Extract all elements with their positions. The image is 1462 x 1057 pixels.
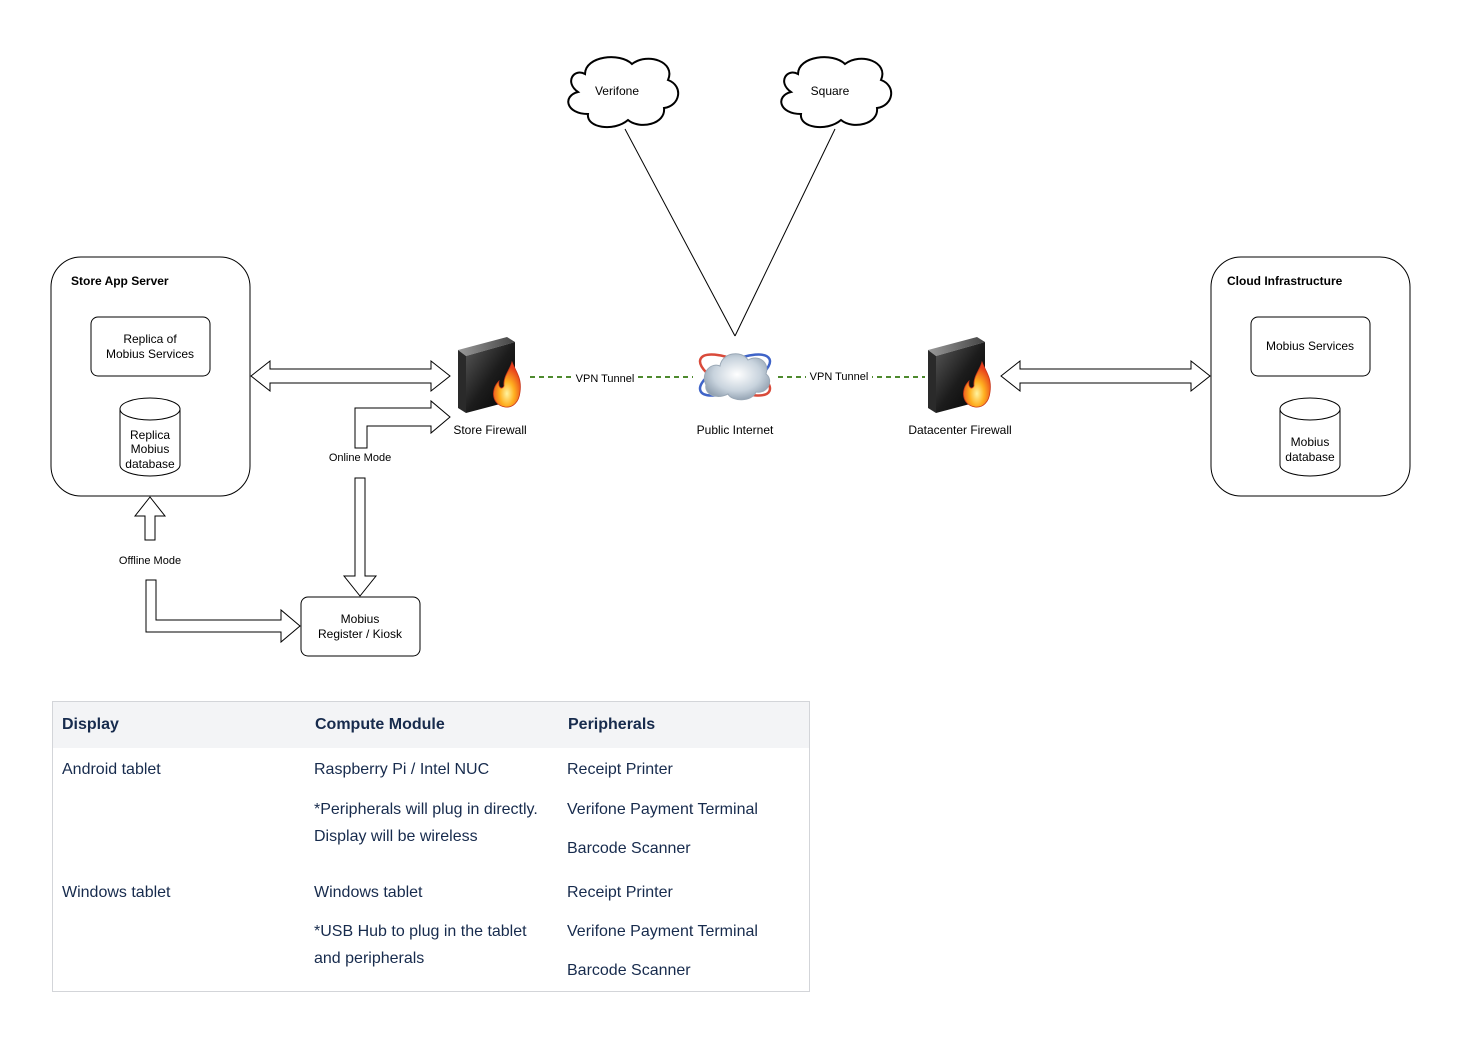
vpn-tunnel-left-label: VPN Tunnel <box>576 373 635 385</box>
mobius-db-line2: database <box>1285 450 1335 464</box>
cloud-infrastructure: Cloud Infrastructure Mobius Services Mob… <box>1210 256 1411 497</box>
header-compute-module: Compute Module <box>315 716 445 733</box>
cell-compute-note: *USB Hub to plug in the tablet <box>314 923 527 940</box>
square-cloud: Square <box>780 56 892 129</box>
replica-services-line1: Replica of <box>123 332 177 346</box>
server-firewall-double-arrow <box>250 359 451 393</box>
verifone-label: Verifone <box>595 84 639 98</box>
mobius-services-label: Mobius Services <box>1266 339 1354 353</box>
offline-mode-label: Offline Mode <box>119 555 181 567</box>
cell-peripheral: Barcode Scanner <box>567 840 691 857</box>
mobius-database-icon <box>1279 397 1341 477</box>
cell-compute: Raspberry Pi / Intel NUC <box>314 761 490 778</box>
cell-peripheral: Verifone Payment Terminal <box>567 923 758 940</box>
replica-db-line1: Replica <box>130 428 170 442</box>
cell-compute: Windows tablet <box>314 884 423 901</box>
hardware-table: Display Compute Module Peripherals Andro… <box>52 701 810 992</box>
cell-compute-note: and peripherals <box>314 950 425 967</box>
vpn-left-label-bg <box>572 369 638 385</box>
cell-peripheral: Receipt Printer <box>567 884 673 901</box>
architecture-diagram: Verifone Square Store App Server Replica… <box>50 56 1411 657</box>
store-firewall-label: Store Firewall <box>453 423 526 437</box>
datacenter-cloud-double-arrow <box>1000 359 1211 393</box>
datacenter-firewall-label: Datacenter Firewall <box>908 423 1011 437</box>
online-mode-label: Online Mode <box>329 452 391 464</box>
replica-db-line2: Mobius <box>131 442 170 456</box>
cell-compute-note: *Peripherals will plug in directly. <box>314 801 538 818</box>
public-internet-label: Public Internet <box>697 423 774 437</box>
online-mode-arrow-up <box>354 399 451 449</box>
cloud-infrastructure-title: Cloud Infrastructure <box>1227 274 1343 288</box>
mobius-services-box <box>1250 316 1371 377</box>
replica-services-box <box>90 316 211 377</box>
cell-peripheral: Receipt Printer <box>567 761 673 778</box>
store-app-server: Store App Server Replica of Mobius Servi… <box>50 256 251 497</box>
square-link <box>734 128 836 337</box>
verifone-cloud: Verifone <box>567 56 679 129</box>
cell-peripheral: Barcode Scanner <box>567 962 691 979</box>
vpn-right-label-bg <box>806 368 872 384</box>
cell-display: Android tablet <box>62 761 161 778</box>
online-mode-arrow-down <box>342 477 378 597</box>
register-kiosk: Mobius Register / Kiosk <box>300 596 421 657</box>
cell-compute-note: Display will be wireless <box>314 828 478 845</box>
public-internet-icon <box>698 353 772 401</box>
register-line2: Register / Kiosk <box>318 627 403 641</box>
offline-mode-arrow-right <box>145 579 301 644</box>
datacenter-firewall-icon <box>928 337 991 413</box>
cell-display: Windows tablet <box>62 884 171 901</box>
replica-db-line3: database <box>125 457 175 471</box>
store-app-server-title: Store App Server <box>71 274 169 288</box>
verifone-link <box>624 128 736 337</box>
header-peripherals: Peripherals <box>568 716 656 733</box>
replica-services-line2: Mobius Services <box>106 347 194 361</box>
cell-peripheral: Verifone Payment Terminal <box>567 801 758 818</box>
store-firewall-icon <box>458 337 521 413</box>
register-line1: Mobius <box>341 612 380 626</box>
replica-database-icon <box>119 397 181 477</box>
table-header: Display Compute Module Peripherals <box>53 702 809 748</box>
vpn-tunnel-right-label: VPN Tunnel <box>810 371 869 383</box>
header-display: Display <box>62 716 119 733</box>
square-label: Square <box>811 84 850 98</box>
offline-mode-arrow-up <box>133 496 167 541</box>
mobius-db-line1: Mobius <box>1291 435 1330 449</box>
